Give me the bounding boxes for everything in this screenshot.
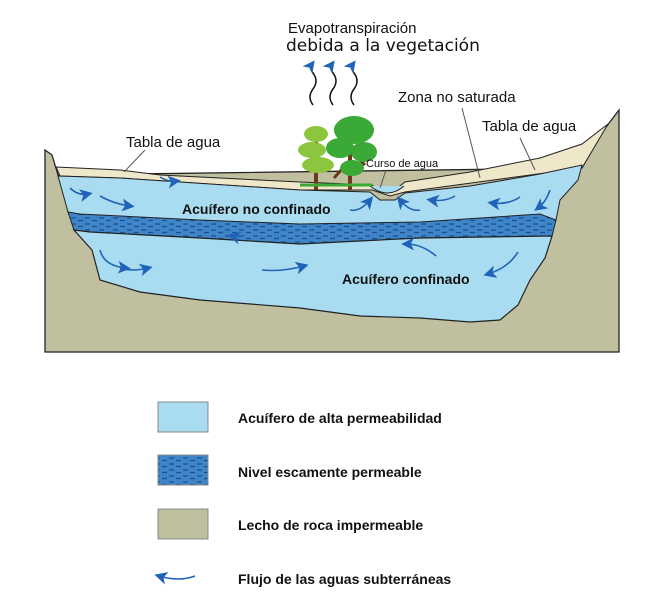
stream-channel [369,185,405,194]
acuifero-no-confinado-label: Acuífero no confinado [182,201,331,217]
zona-no-saturada-label: Zona no saturada [398,89,516,106]
legend-swatch-low-permeability [157,454,209,486]
evapo-line1-label: Evapotranspiración [288,20,416,37]
evapotranspiration-arrows [302,60,358,106]
legend-label-bedrock: Lecho de roca impermeable [238,517,423,533]
legend-swatch-bedrock [157,508,209,540]
legend-swatch-high-permeability [157,401,209,433]
leader-lines [123,107,536,189]
legend-flow-arrow-icon [154,572,196,585]
acuifero-confinado-label: Acuífero confinado [342,271,470,287]
evapo-line2-label: debida a la vegetación [286,36,480,56]
curso-de-agua-label: Curso de agua [366,158,439,170]
flow-arrows [69,175,551,278]
legend-label-flow-arrow: Flujo de las aguas subterráneas [238,571,451,587]
legend: Acuífero de alta permeabilidad Nivel esc… [154,401,451,587]
legend-label-high-permeability: Acuífero de alta permeabilidad [238,410,442,426]
legend-label-low-permeability: Nivel escamente permeable [238,464,422,480]
vegetation-group [298,116,377,190]
tabla-agua-right-label: Tabla de agua [482,118,577,135]
tabla-agua-left-label: Tabla de agua [126,134,221,151]
